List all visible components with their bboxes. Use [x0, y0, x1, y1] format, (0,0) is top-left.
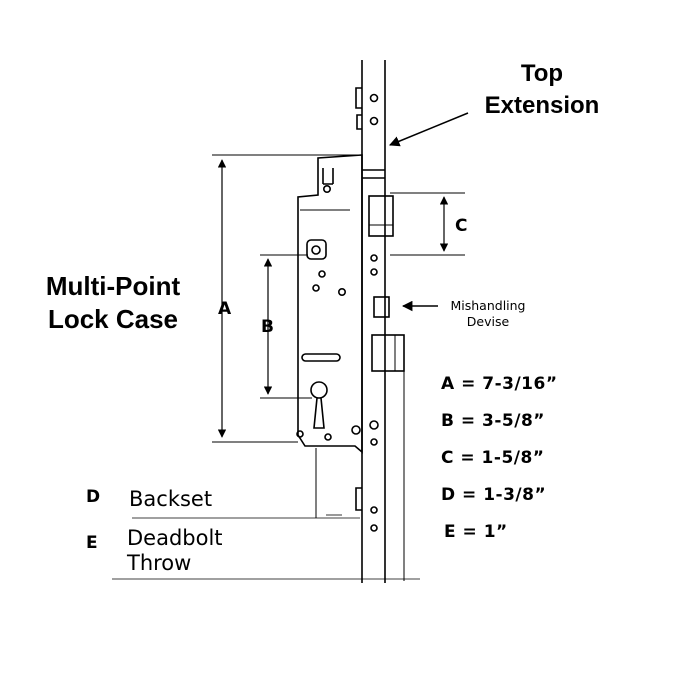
deadbolt-throw-label: Deadbolt Throw [127, 526, 223, 576]
spec-e: E = 1” [444, 522, 508, 542]
faceplate-strip [361, 60, 386, 583]
mishandling-line1: Mishandling [450, 298, 526, 313]
dimension-e-letter: E [86, 533, 98, 553]
mishandling-device [373, 296, 390, 318]
top-extension [355, 87, 385, 179]
mishandling-label: Mishandling Devise [443, 298, 533, 330]
spec-d: D = 1-3/8” [441, 485, 547, 505]
lock-case-body [297, 154, 363, 454]
top-extension-line1: Top [520, 60, 564, 87]
deadbolt-line1: Deadbolt [127, 526, 223, 550]
dimension-b-letter: B [261, 317, 274, 337]
dimension-c-letter: C [455, 216, 468, 236]
lock-case-label: Multi-Point Lock Case [24, 270, 202, 336]
cylinder-hole [310, 381, 328, 429]
top-extension-line2: Extension [484, 92, 600, 119]
spec-a: A = 7-3/16” [441, 374, 558, 394]
follower-hub [306, 239, 327, 260]
lock-case-line2: Lock Case [47, 304, 179, 334]
top-extension-label: Top Extension [476, 58, 608, 122]
spec-c: C = 1-5/8” [441, 448, 545, 468]
backset-label: Backset [129, 487, 213, 511]
deadbolt [371, 334, 405, 372]
mishandling-line2: Devise [466, 314, 510, 329]
dimension-a-letter: A [218, 299, 232, 319]
dimension-d-letter: D [86, 487, 101, 507]
spec-b: B = 3-5/8” [441, 411, 545, 431]
lock-case-line1: Multi-Point [45, 271, 181, 301]
upper-hook [368, 195, 394, 237]
deadbolt-line2: Throw [127, 551, 192, 575]
